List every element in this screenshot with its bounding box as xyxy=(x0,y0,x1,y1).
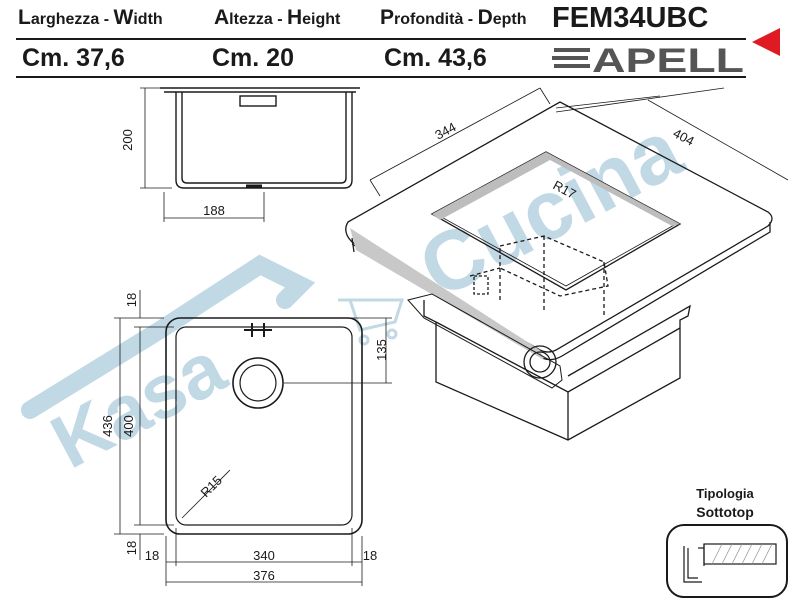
dim-iso-344: 344 xyxy=(432,119,458,142)
plan-dimensions xyxy=(114,290,392,586)
dim-r15: R15 xyxy=(198,473,225,500)
height-value: Cm. 20 xyxy=(212,44,294,72)
height-label: Altezza - Height xyxy=(214,6,341,29)
undermount-icon xyxy=(683,543,777,583)
dim-left-436: 436 xyxy=(100,415,115,437)
header-bottom-rule xyxy=(16,76,746,78)
dim-bottom-18-right: 18 xyxy=(363,548,377,563)
dim-right-135: 135 xyxy=(374,339,389,361)
header-divider xyxy=(16,38,746,40)
tipologia-value: Sottotop xyxy=(696,504,754,520)
brand-text: APELL xyxy=(592,42,744,76)
apell-logo: APELL xyxy=(552,42,744,76)
dim-side-width: 188 xyxy=(203,203,225,218)
cart-icon xyxy=(338,298,405,346)
dim-bottom-340: 340 xyxy=(253,548,275,563)
plan-view xyxy=(165,317,363,535)
dim-left-18-bot: 18 xyxy=(124,541,139,555)
side-view xyxy=(140,87,360,222)
dim-bottom-376: 376 xyxy=(253,568,275,583)
red-arrow-icon xyxy=(752,28,780,56)
dim-left-18-top: 18 xyxy=(124,293,139,307)
width-value: Cm. 37,6 xyxy=(22,44,125,72)
iso-view xyxy=(345,87,789,441)
model-code: FEM34UBC xyxy=(552,2,709,34)
width-label: Larghezza - Width xyxy=(18,6,163,29)
depth-label: Profondità - Depth xyxy=(380,6,527,29)
tipologia-box xyxy=(666,524,788,598)
depth-value: Cm. 43,6 xyxy=(384,44,487,72)
dim-side-height: 200 xyxy=(120,129,135,151)
tipologia-title: Tipologia xyxy=(696,486,754,501)
dim-left-400: 400 xyxy=(121,415,136,437)
dim-bottom-18-left: 18 xyxy=(145,548,159,563)
